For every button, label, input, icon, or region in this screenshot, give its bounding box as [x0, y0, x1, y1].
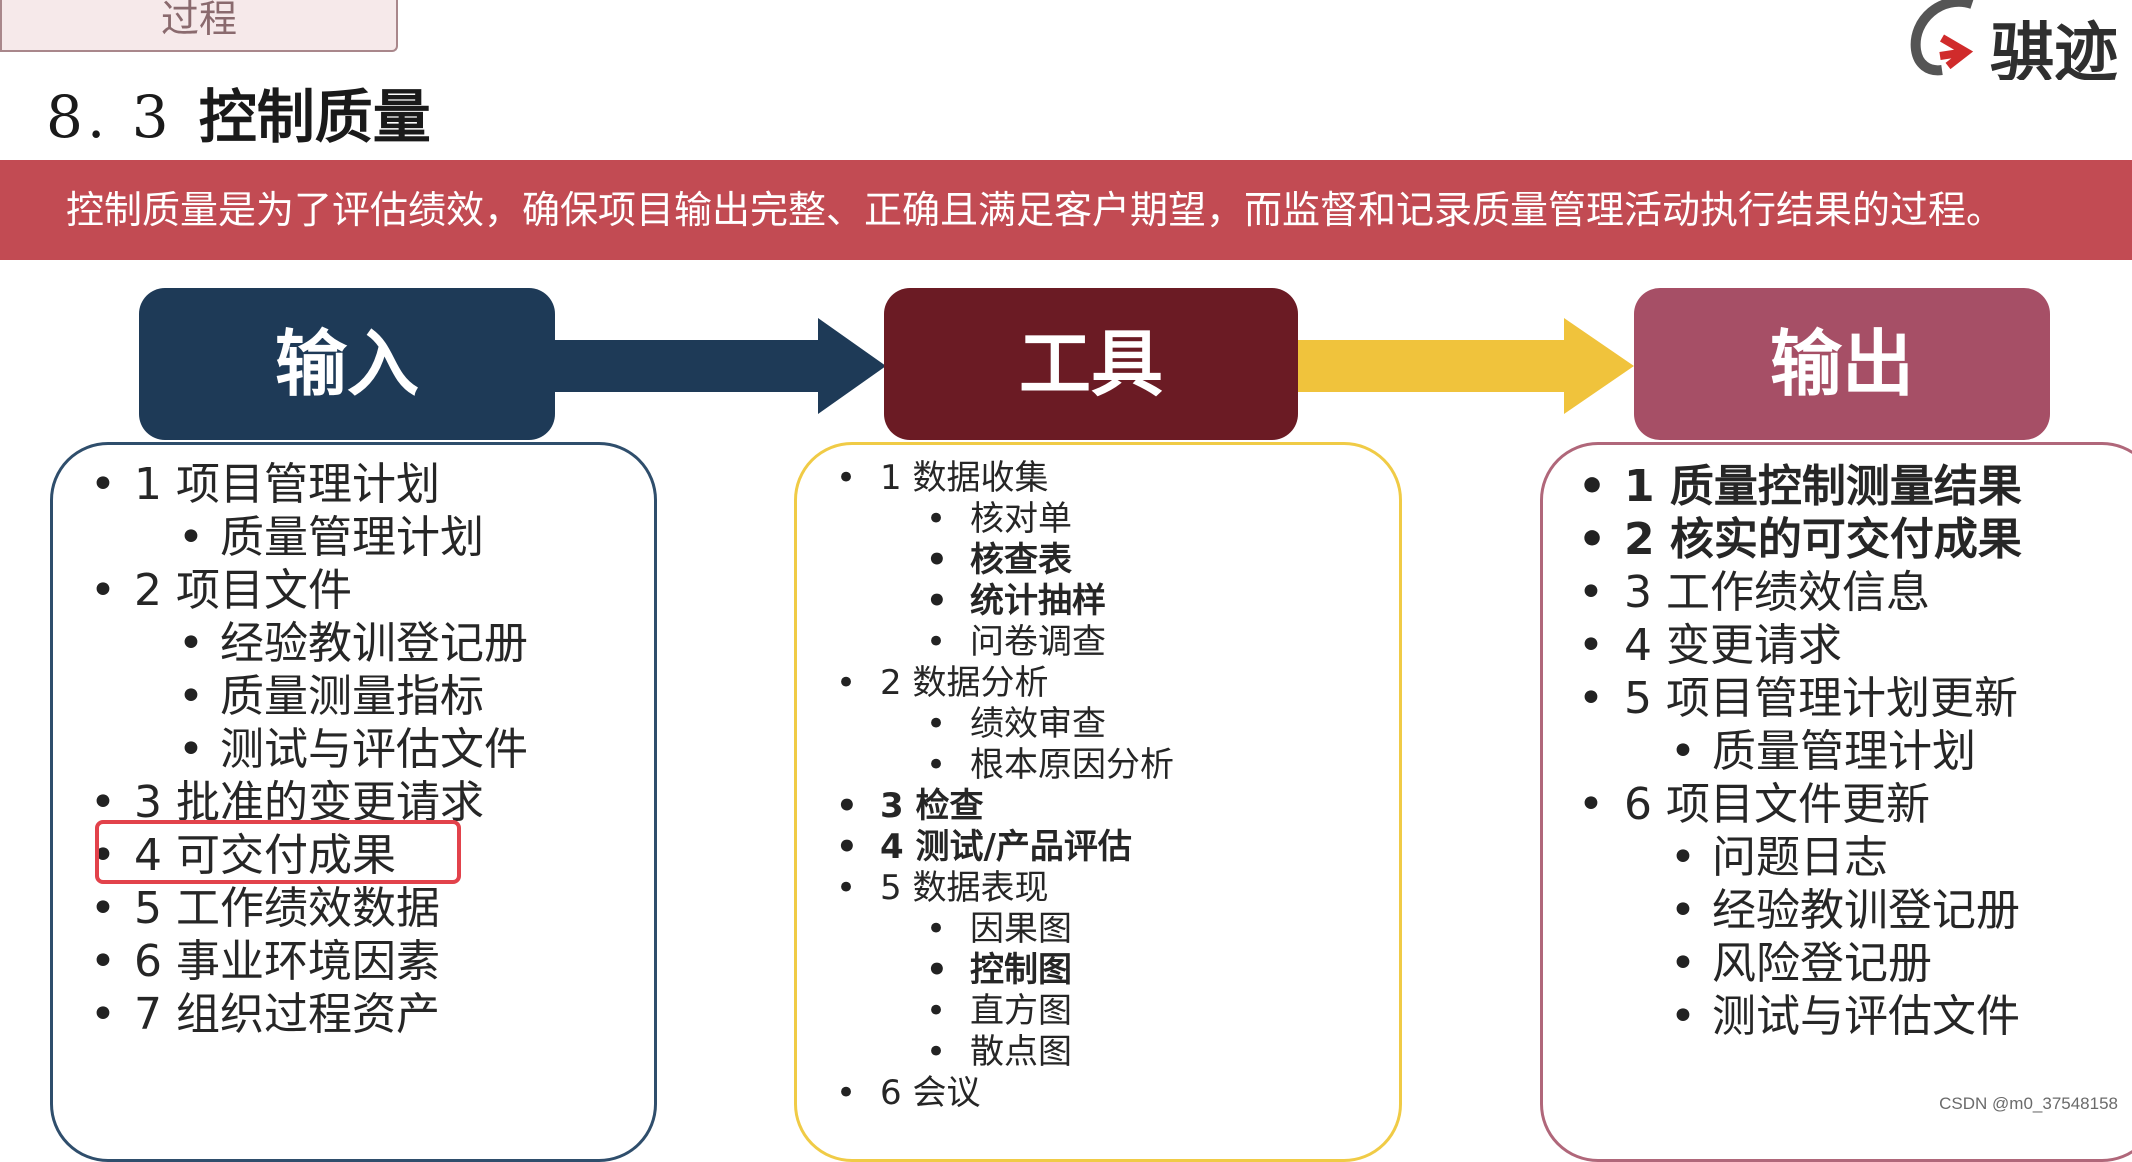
tools-item: 6 会议 — [830, 1073, 1174, 1114]
input-item: 1 项目管理计划 — [86, 458, 528, 511]
arrow-input-to-tools-icon — [550, 318, 886, 414]
output-header-label: 输出 — [1769, 322, 1914, 406]
output-item: 5 项目管理计划更新 — [1572, 672, 2022, 725]
tools-header-label: 工具 — [1018, 322, 1163, 406]
input-list: 1 项目管理计划 质量管理计划 2 项目文件 经验教训登记册 质量测量指标 测试… — [86, 458, 528, 1041]
tools-item: 1 数据收集 — [830, 458, 1174, 499]
output-item: 6 项目文件更新 — [1572, 778, 2022, 831]
input-subitem: 经验教训登记册 — [86, 617, 528, 670]
output-item: 2 核实的可交付成果 — [1572, 513, 2022, 566]
output-subitem: 经验教训登记册 — [1572, 884, 2022, 937]
page-title: 8. 3 控制质量 — [46, 70, 431, 154]
input-item: 5 工作绩效数据 — [86, 882, 528, 935]
tools-subitem: 问卷调查 — [830, 622, 1174, 663]
output-item: 3 工作绩效信息 — [1572, 566, 2022, 619]
section-number: 8. 3 — [46, 83, 173, 151]
input-header-label: 输入 — [274, 322, 419, 406]
input-item: 3 批准的变更请求 — [86, 776, 528, 829]
input-subitem: 质量管理计划 — [86, 511, 528, 564]
definition-text: 控制质量是为了评估绩效，确保项目输出完整、正确且满足客户期望，而监督和记录质量管… — [66, 188, 2005, 232]
tools-subitem: 核对单 — [830, 499, 1174, 540]
tools-item: 3 检查 — [830, 786, 1174, 827]
output-subitem: 测试与评估文件 — [1572, 990, 2022, 1043]
tools-subitem: 因果图 — [830, 909, 1174, 950]
deliverables-highlight-box — [95, 820, 461, 884]
arrow-tools-to-output-icon — [1294, 318, 1634, 414]
output-item: 4 变更请求 — [1572, 619, 2022, 672]
output-subitem: 问题日志 — [1572, 831, 2022, 884]
tools-header: 工具 — [884, 288, 1298, 440]
logo-text: 骐迹 — [1990, 17, 2118, 80]
logo-mark-icon — [1910, 0, 1974, 76]
tools-subitem: 控制图 — [830, 950, 1174, 991]
input-header: 输入 — [139, 288, 555, 440]
definition-banner: 控制质量是为了评估绩效，确保项目输出完整、正确且满足客户期望，而监督和记录质量管… — [0, 160, 2132, 260]
input-item-deliverables: 4 可交付成果 — [86, 829, 528, 882]
watermark: CSDN @m0_37548158 — [1937, 1094, 2120, 1114]
process-tab-label: 过程 — [160, 0, 237, 41]
output-header: 输出 — [1634, 288, 2050, 440]
brand-logo: 骐迹 — [1902, 0, 2132, 80]
tools-subitem: 直方图 — [830, 991, 1174, 1032]
section-title: 控制质量 — [198, 83, 431, 151]
output-item: 1 质量控制测量结果 — [1572, 460, 2022, 513]
process-tab[interactable]: 过程 — [0, 0, 398, 52]
output-subitem: 质量管理计划 — [1572, 725, 2022, 778]
input-subitem: 质量测量指标 — [86, 670, 528, 723]
tools-item: 5 数据表现 — [830, 868, 1174, 909]
tools-item: 4 测试/产品评估 — [830, 827, 1174, 868]
input-item: 6 事业环境因素 — [86, 935, 528, 988]
tools-subitem: 绩效审查 — [830, 704, 1174, 745]
output-subitem: 风险登记册 — [1572, 937, 2022, 990]
input-item: 2 项目文件 — [86, 564, 528, 617]
tools-item: 2 数据分析 — [830, 663, 1174, 704]
tools-list: 1 数据收集 核对单 核查表 统计抽样 问卷调查 2 数据分析 绩效审查 根本原… — [830, 458, 1174, 1114]
tools-subitem: 核查表 — [830, 540, 1174, 581]
tools-subitem: 根本原因分析 — [830, 745, 1174, 786]
input-subitem: 测试与评估文件 — [86, 723, 528, 776]
tools-subitem: 散点图 — [830, 1032, 1174, 1073]
tools-subitem: 统计抽样 — [830, 581, 1174, 622]
output-list: 1 质量控制测量结果 2 核实的可交付成果 3 工作绩效信息 4 变更请求 5 … — [1572, 460, 2022, 1043]
input-item: 7 组织过程资产 — [86, 988, 528, 1041]
